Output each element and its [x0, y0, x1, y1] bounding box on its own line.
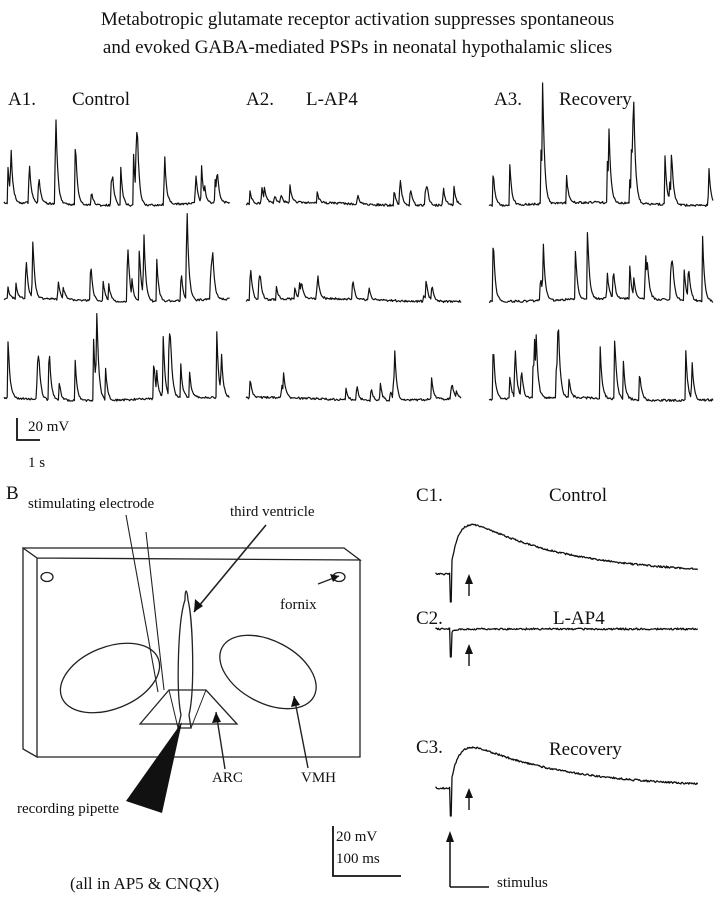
panel-c2-id: C2.: [416, 608, 443, 629]
panel-c-scalebar: [332, 826, 401, 877]
figure-title-line2: and evoked GABA-mediated PSPs in neonata…: [102, 37, 613, 58]
arrow-vmh-icon: [291, 696, 300, 707]
arrow-fornix-icon: [330, 574, 339, 582]
trace-a2-row1: [245, 180, 462, 207]
trace-c2: [435, 627, 699, 658]
trace-a1-row1: [3, 119, 231, 207]
panel-c3-condition: Recovery: [549, 739, 622, 760]
panel-a2-id: A2.: [246, 89, 274, 110]
panel-c-scale-time: 100 ms: [336, 851, 380, 867]
trace-c1: [435, 523, 699, 603]
panel-c1-id: C1.: [416, 485, 443, 506]
c1-arrow-icon: [465, 574, 473, 596]
c2-arrow-icon: [465, 644, 473, 666]
trace-a3-row1: [488, 82, 714, 208]
stimulus-marker: [446, 831, 489, 888]
trace-a3-row2: [488, 232, 714, 303]
panel-b-id: B: [6, 483, 19, 504]
trace-a1-row2: [3, 213, 230, 303]
panel-c2-condition: L-AP4: [553, 608, 605, 629]
recording-pipette-icon: [126, 722, 182, 813]
nucleus-left: [59, 642, 161, 714]
panel-a2-condition: L-AP4: [306, 89, 358, 110]
c3-arrow-icon: [465, 788, 473, 810]
panel-c3-id: C3.: [416, 737, 443, 758]
label-arc: ARC: [212, 770, 243, 786]
trace-a1-row3: [3, 313, 230, 402]
panel-a1-id: A1.: [8, 89, 36, 110]
label-fornix: fornix: [280, 597, 317, 613]
label-stimulating-electrode: stimulating electrode: [28, 496, 155, 512]
arc-triangle: [138, 689, 239, 725]
panel-a-scale-voltage: 20 mV: [28, 419, 70, 435]
arrow-arc-icon: [212, 712, 221, 723]
panel-a3-id: A3.: [494, 89, 522, 110]
panel-a3-condition: Recovery: [559, 89, 632, 110]
panel-b-footnote: (all in AP5 & CNQX): [70, 874, 220, 893]
slice-schematic: [22, 514, 362, 770]
stimulating-electrode: [125, 514, 165, 693]
panel-a-scale-time: 1 s: [28, 455, 46, 471]
third-ventricle-shape: [177, 590, 194, 729]
panel-c-scale-voltage: 20 mV: [336, 829, 378, 845]
panel-a-scalebar: [16, 418, 40, 441]
nucleus-vmh: [219, 634, 317, 710]
trace-c3: [435, 746, 699, 817]
hole-left-icon: [40, 571, 54, 583]
arrow-third-ventricle-icon: [194, 599, 203, 612]
label-third-ventricle: third ventricle: [230, 504, 315, 520]
trace-a2-row2: [245, 269, 462, 304]
label-recording-pipette: recording pipette: [17, 801, 120, 817]
trace-a2-row3: [245, 350, 462, 402]
stimulus-label: stimulus: [497, 875, 548, 891]
label-vmh: VMH: [301, 770, 337, 786]
figure-title-line1: Metabotropic glutamate receptor activati…: [100, 9, 615, 30]
panel-c1-condition: Control: [549, 485, 608, 506]
panel-a1-condition: Control: [72, 89, 131, 110]
trace-a3-row3: [488, 329, 714, 402]
slice-chamber: [22, 546, 362, 759]
